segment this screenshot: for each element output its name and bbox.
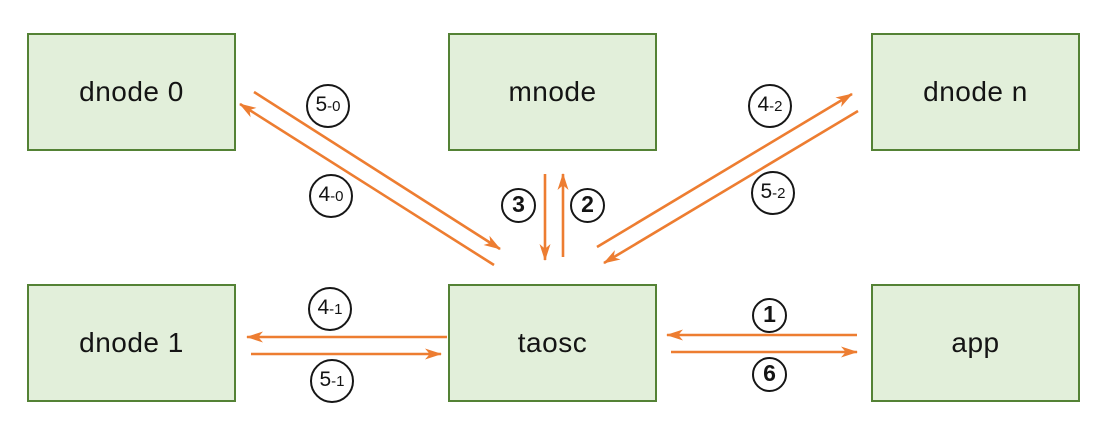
edge-label-step-5-0: 5-0 xyxy=(306,84,350,128)
node-dnoden-label: dnode n xyxy=(923,76,1028,107)
edge-label-step-6: 6 xyxy=(752,357,787,392)
edge-label-step-4-0: 4-0 xyxy=(309,174,353,218)
edge-label-step-2: 2 xyxy=(570,188,605,223)
node-dnode0-label: dnode 0 xyxy=(79,76,184,107)
node-mnode-label: mnode xyxy=(508,76,597,107)
node-dnode0: dnode 0 xyxy=(27,33,236,151)
edge-label-step-4-2: 4-2 xyxy=(748,84,792,128)
edge-label-step-3: 3 xyxy=(501,188,536,223)
arrow-taosc-to-dnode0 xyxy=(239,102,495,267)
edge-label-step-1: 1 xyxy=(752,298,787,333)
edge-label-step-5-1: 5-1 xyxy=(310,359,354,403)
node-dnoden: dnode n xyxy=(871,33,1080,151)
node-taosc: taosc xyxy=(448,284,657,402)
node-app: app xyxy=(871,284,1080,402)
node-mnode: mnode xyxy=(448,33,657,151)
arrow-dnoden-to-taosc xyxy=(603,109,859,265)
node-app-label: app xyxy=(951,327,1000,358)
edge-label-step-4-1: 4-1 xyxy=(308,287,352,331)
node-dnode1: dnode 1 xyxy=(27,284,236,402)
edge-label-step-5-2: 5-2 xyxy=(751,171,795,215)
arrow-dnode0-to-taosc xyxy=(253,90,501,251)
arrow-taosc-to-dnoden xyxy=(596,92,853,249)
node-dnode1-label: dnode 1 xyxy=(79,327,184,358)
node-taosc-label: taosc xyxy=(517,327,588,358)
